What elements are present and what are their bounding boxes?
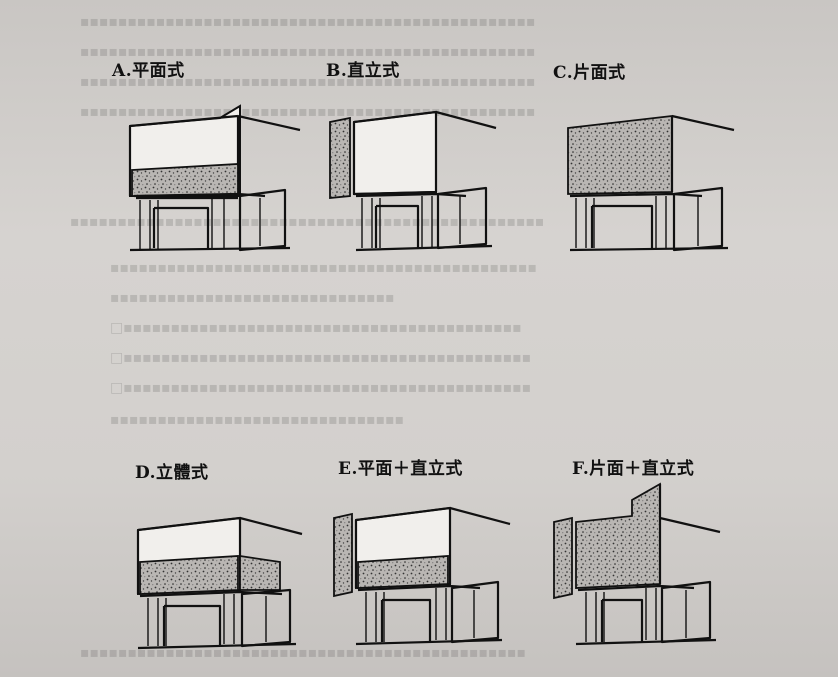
- sign-panel-side: [553, 516, 573, 600]
- bleed-through-text: ▪▪▪▪▪▪▪▪▪▪▪▪▪▪▪▪▪▪▪▪▪▪▪▪▪▪▪▪▪▪▪▪▪▪▪▪▪▪▪▪…: [110, 260, 537, 276]
- building-sketch-b: [329, 110, 497, 252]
- sign-panel-side: [239, 554, 281, 591]
- building-sketch-e: [333, 506, 511, 646]
- bleed-through-text: □▪▪▪▪▪▪▪▪▪▪▪▪▪▪▪▪▪▪▪▪▪▪▪▪▪▪▪▪▪▪▪▪▪▪▪▪▪▪▪…: [110, 320, 522, 336]
- figure-label-d: D.立體式: [135, 463, 209, 483]
- sign-panel: [329, 116, 351, 199]
- sign-panel: [567, 114, 673, 195]
- bleed-through-text: ▪▪▪▪▪▪▪▪▪▪▪▪▪▪▪▪▪▪▪▪▪▪▪▪▪▪▪▪▪▪▪▪▪▪▪▪▪▪▪▪…: [80, 44, 536, 60]
- sign-panel-band: [357, 555, 449, 589]
- building-sketch-c: [567, 114, 735, 252]
- figure-label-f: F.片面＋直立式: [572, 459, 695, 479]
- sign-panel-side: [333, 512, 353, 598]
- building-sketch-a: [128, 104, 301, 252]
- bleed-through-text: ▪▪▪▪▪▪▪▪▪▪▪▪▪▪▪▪▪▪▪▪▪▪▪▪▪▪▪▪▪▪▪: [110, 412, 405, 428]
- bleed-through-text: ▪▪▪▪▪▪▪▪▪▪▪▪▪▪▪▪▪▪▪▪▪▪▪▪▪▪▪▪▪▪▪▪▪▪▪▪▪▪▪▪…: [80, 645, 526, 661]
- figure-label-a: A.平面式: [112, 61, 185, 81]
- bleed-through-text: ▪▪▪▪▪▪▪▪▪▪▪▪▪▪▪▪▪▪▪▪▪▪▪▪▪▪▪▪▪▪: [110, 290, 395, 306]
- figure-label-e: E.平面＋直立式: [338, 459, 463, 479]
- figure-label-c: C.片面式: [553, 63, 626, 83]
- sign-panel: [131, 163, 239, 197]
- sign-panel-face: [575, 482, 661, 589]
- bleed-through-text: ▪▪▪▪▪▪▪▪▪▪▪▪▪▪▪▪▪▪▪▪▪▪▪▪▪▪▪▪▪▪▪▪▪▪▪▪▪▪▪▪…: [80, 14, 536, 30]
- building-sketch-f: [553, 482, 721, 646]
- building-sketch-d: [136, 516, 303, 650]
- figure-label-b: B.直立式: [326, 61, 400, 81]
- bleed-through-text: □▪▪▪▪▪▪▪▪▪▪▪▪▪▪▪▪▪▪▪▪▪▪▪▪▪▪▪▪▪▪▪▪▪▪▪▪▪▪▪…: [110, 380, 532, 396]
- sign-panel-front: [139, 555, 239, 595]
- bleed-through-text: □▪▪▪▪▪▪▪▪▪▪▪▪▪▪▪▪▪▪▪▪▪▪▪▪▪▪▪▪▪▪▪▪▪▪▪▪▪▪▪…: [110, 350, 532, 366]
- bleed-through-text: ▪▪▪▪▪▪▪▪▪▪▪▪▪▪▪▪▪▪▪▪▪▪▪▪▪▪▪▪▪▪▪▪▪▪▪▪▪▪▪▪…: [70, 214, 545, 230]
- bleed-through-text: ▪▪▪▪▪▪▪▪▪▪▪▪▪▪▪▪▪▪▪▪▪▪▪▪▪▪▪▪▪▪▪▪▪▪▪▪▪▪▪▪…: [80, 74, 536, 90]
